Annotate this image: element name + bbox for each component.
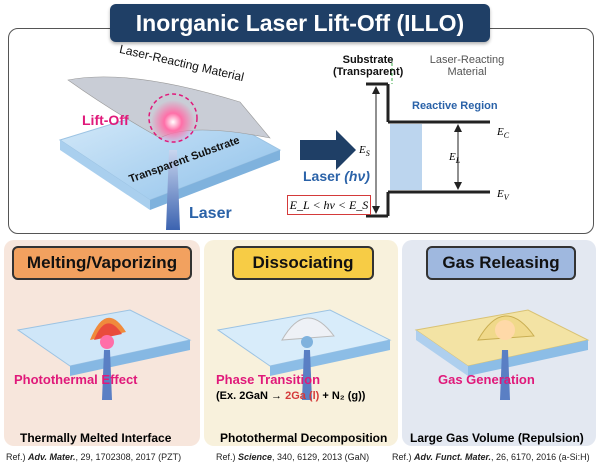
ref-3: Ref.) Adv. Funct. Mater., 26, 6170, 2016… bbox=[392, 452, 590, 462]
band-diagram bbox=[300, 58, 490, 218]
card-gas-releasing: Gas Releasing Gas Generation Large Gas V… bbox=[402, 240, 596, 446]
gas-illustration bbox=[414, 309, 590, 400]
reactive-label: Reactive Region bbox=[412, 100, 498, 112]
ref-2: Ref.) Science, 340, 6129, 2013 (GaN) bbox=[216, 452, 370, 462]
band-laser-label: Laser (hν) bbox=[303, 168, 370, 184]
reaction-text: (Ex. 2GaN → 2Ga (l) + N₂ (g)) bbox=[216, 390, 366, 402]
laser-arrow bbox=[300, 130, 356, 170]
reactive-region bbox=[390, 124, 422, 190]
card-title: Dissociating bbox=[232, 246, 374, 280]
card-caption: Thermally Melted Interface bbox=[20, 431, 172, 445]
page-title: Inorganic Laser Lift-Off (ILLO) bbox=[110, 4, 490, 42]
melting-illustration bbox=[16, 309, 192, 400]
es-label: ES bbox=[359, 144, 370, 159]
ev-label: EV bbox=[497, 188, 509, 203]
laser-beam bbox=[166, 150, 180, 230]
phase-transition: Phase Transition bbox=[216, 372, 321, 387]
band-material-label: Laser-Reacting Material bbox=[429, 54, 505, 78]
card-title: Melting/Vaporizing bbox=[12, 246, 192, 280]
dissociating-illustration bbox=[216, 309, 392, 400]
photothermal-effect: Photothermal Effect bbox=[14, 372, 138, 387]
gas-generation: Gas Generation bbox=[438, 372, 535, 387]
card-melting: Melting/Vaporizing Photothermal Effect T… bbox=[4, 240, 200, 446]
liftoff-label: Lift-Off bbox=[82, 112, 129, 128]
ec-label: EC bbox=[497, 126, 510, 141]
band-substrate-label: Substrate (Transparent) bbox=[333, 54, 404, 78]
illo-illustration bbox=[58, 76, 282, 230]
laser-label: Laser bbox=[189, 205, 232, 222]
card-title: Gas Releasing bbox=[426, 246, 576, 280]
card-dissociating: Dissociating Phase Transition (Ex. 2GaN … bbox=[204, 240, 398, 446]
card-caption: Photothermal Decomposition bbox=[220, 431, 388, 445]
card-caption: Large Gas Volume (Repulsion) bbox=[410, 431, 584, 445]
ref-1: Ref.) Adv. Mater., 29, 1702308, 2017 (PZ… bbox=[6, 452, 182, 462]
el-label: EL bbox=[449, 151, 461, 166]
condition-box: E_L < hν < E_S bbox=[287, 195, 371, 215]
